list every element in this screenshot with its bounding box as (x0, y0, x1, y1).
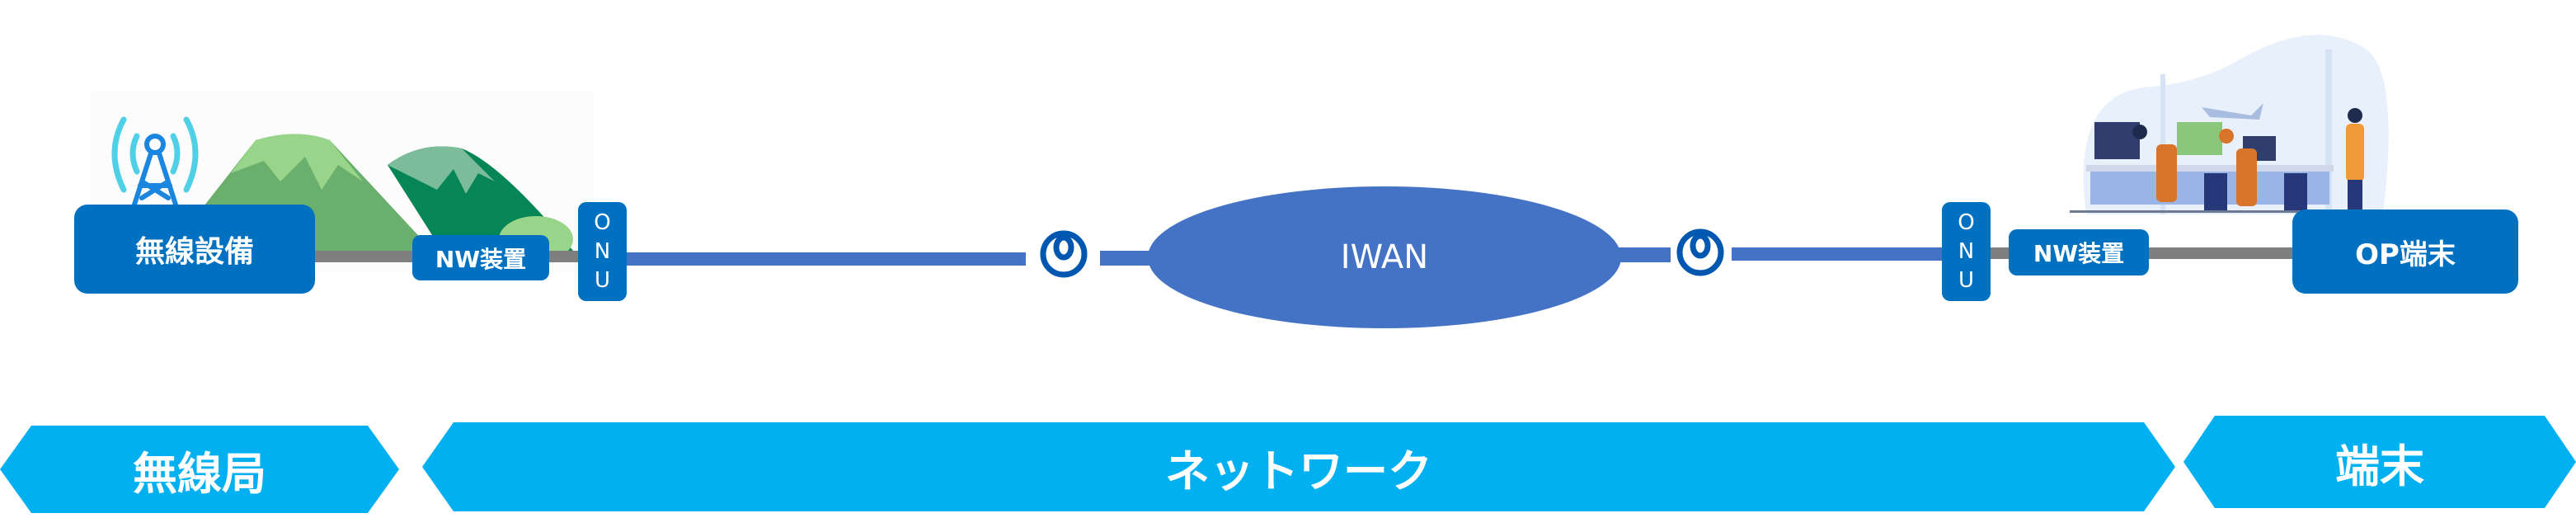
onu-letter: N (1958, 238, 1975, 264)
iwan-label: IWAN (1340, 238, 1429, 276)
onu-letter: N (594, 238, 611, 264)
operator-room-illustration (2070, 35, 2389, 217)
onu-letter: O (594, 210, 611, 236)
radio-tower-icon (111, 116, 199, 206)
nw-device-left[interactable]: NW装置 (412, 235, 549, 280)
nw-device-right[interactable]: NW装置 (2009, 229, 2149, 275)
segment-terminal: 端末 (2183, 416, 2576, 508)
onu-letter: U (594, 267, 611, 293)
ntt-logo-icon (1676, 228, 1724, 276)
network-link-left (627, 252, 1026, 266)
segment-label: 端末 (2335, 440, 2424, 492)
op-terminal-box[interactable]: OP端末 (2292, 210, 2518, 294)
onu-letter: U (1958, 267, 1975, 293)
segment-network: ネットワーク (422, 422, 2175, 511)
iwan-cloud[interactable]: IWAN (1148, 186, 1621, 328)
segment-radio-station: 無線局 (0, 426, 399, 513)
ntt-logo-icon (1040, 230, 1088, 278)
network-link (1100, 251, 1158, 266)
network-link-right (1732, 247, 1946, 261)
segment-label: ネットワーク (1165, 445, 1432, 497)
network-link (1618, 247, 1671, 262)
onu-left[interactable]: O N U (578, 202, 627, 301)
radio-equipment-box[interactable]: 無線設備 (74, 205, 315, 294)
onu-right[interactable]: O N U (1942, 202, 1991, 301)
segment-label: 無線局 (133, 447, 266, 500)
onu-letter: O (1958, 210, 1975, 236)
